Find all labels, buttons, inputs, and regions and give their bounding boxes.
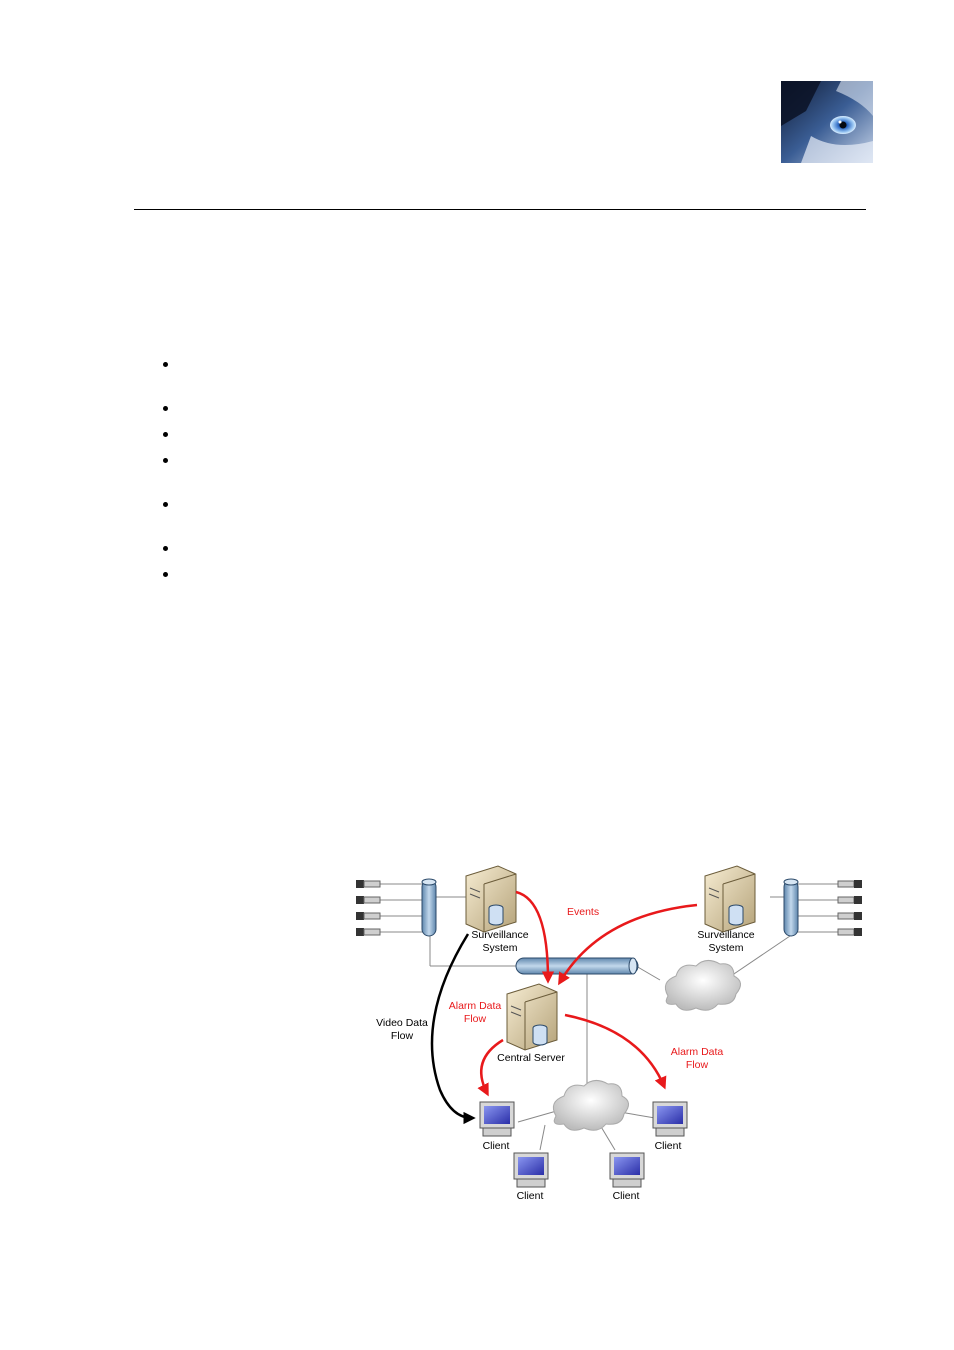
client-label: Client: [613, 1190, 640, 1202]
camera-icon: [837, 896, 862, 904]
right-system-label-2: System: [708, 942, 743, 954]
client-computer-icon: [513, 1152, 549, 1188]
central-server-icon: [506, 983, 558, 1051]
bullet-marker: [163, 406, 168, 411]
client-computer-icon: [609, 1152, 645, 1188]
bullet-list: [163, 362, 168, 577]
client-computer-icon: [479, 1101, 515, 1137]
network-links: [380, 883, 838, 1151]
cloud-icon: [552, 1080, 629, 1131]
bullet-marker: [163, 546, 168, 551]
cloud-icon: [664, 960, 741, 1011]
camera-icon: [356, 880, 381, 888]
camera-group-left: [356, 880, 381, 936]
central-server-label: Central Server: [497, 1052, 565, 1064]
alarm-left-label-1: Alarm Data: [449, 1000, 502, 1012]
flow-arrows: [430, 890, 698, 1125]
bullet-marker: [163, 572, 168, 577]
alarm-right-label-2: Flow: [686, 1059, 709, 1071]
camera-icon: [837, 928, 862, 936]
bullet-marker: [163, 362, 168, 367]
events-arrow-left: [515, 890, 555, 984]
wolf-eye-logo: [781, 81, 873, 163]
bullet-marker: [163, 432, 168, 437]
alarm-left-label-2: Flow: [464, 1013, 487, 1025]
video-flow-label-2: Flow: [391, 1030, 414, 1042]
video-flow-label-1: Video Data: [376, 1017, 428, 1029]
server-icon-right: [704, 865, 756, 933]
alarm-right-label-1: Alarm Data: [671, 1046, 724, 1058]
camera-icon: [837, 912, 862, 920]
client-label: Client: [517, 1190, 544, 1202]
events-arrow-right: [558, 903, 698, 986]
camera-group-right: [837, 880, 862, 936]
header-rule: [134, 209, 866, 210]
alarm-arrow-left: [477, 1038, 504, 1097]
network-diagram: Surveillance System Surveillance System …: [356, 865, 862, 1202]
camera-icon: [356, 928, 381, 936]
video-arrow: [430, 933, 476, 1125]
server-icon-left: [465, 865, 517, 933]
left-system-label-1: Surveillance: [471, 929, 528, 941]
switch-pipe-left: [421, 878, 437, 937]
events-label: Events: [567, 906, 599, 918]
client-label: Client: [483, 1140, 510, 1152]
alarm-arrow-right: [564, 1013, 667, 1090]
camera-icon: [356, 896, 381, 904]
bullet-marker: [163, 458, 168, 463]
right-system-label-1: Surveillance: [697, 929, 754, 941]
camera-icon: [356, 912, 381, 920]
client-computer-icon: [652, 1101, 688, 1137]
switch-pipe-right: [783, 878, 799, 937]
client-label: Client: [655, 1140, 682, 1152]
left-system-label-2: System: [482, 942, 517, 954]
camera-icon: [837, 880, 862, 888]
bullet-marker: [163, 502, 168, 507]
